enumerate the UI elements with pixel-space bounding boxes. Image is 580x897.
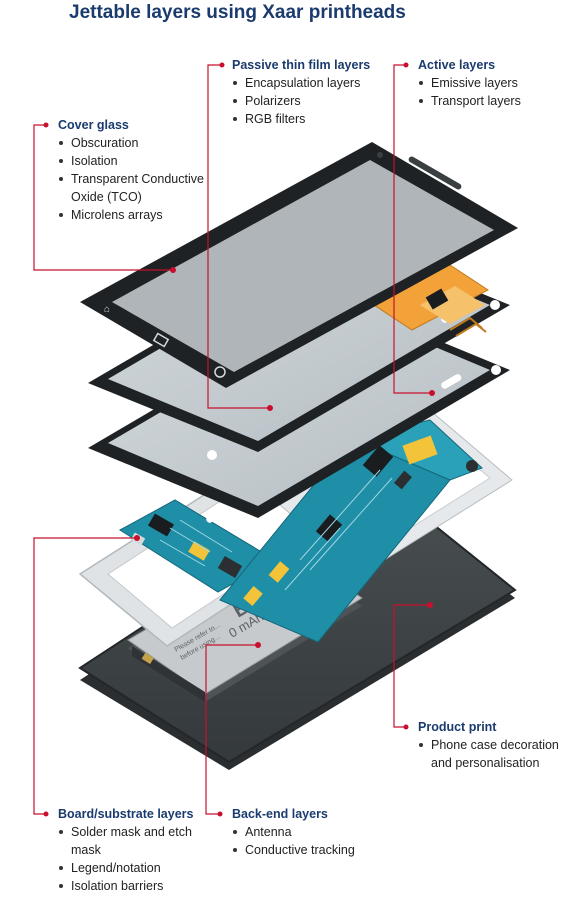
callout-heading: Cover glass <box>58 118 129 132</box>
list-item: Transparent Conductive Oxide (TCO) <box>58 170 208 206</box>
callout-heading: Passive thin film layers <box>232 58 371 72</box>
callout-passive-layers: Passive thin film layers Encapsulation l… <box>232 56 392 128</box>
callout-active-layers: Active layers Emissive layers Transport … <box>418 56 568 110</box>
callout-heading: Board/substrate layers <box>58 807 194 821</box>
diagram-title: Jettable layers using Xaar printheads <box>69 2 406 23</box>
list-item: Transport layers <box>418 92 568 110</box>
svg-text:⌂: ⌂ <box>104 304 110 315</box>
callout-product-print: Product print Phone case decoration and … <box>418 718 576 772</box>
callout-backend-layers: Back-end layers Antenna Conductive track… <box>232 805 392 859</box>
list-item: Encapsulation layers <box>232 74 392 92</box>
callout-cover-glass: Cover glass Obscuration Isolation Transp… <box>58 116 208 224</box>
callout-board-layers: Board/substrate layers Solder mask and e… <box>58 805 198 895</box>
list-item: Polarizers <box>232 92 392 110</box>
list-item: Obscuration <box>58 134 208 152</box>
list-item: Solder mask and etch mask <box>58 823 198 859</box>
callout-heading: Active layers <box>418 58 496 72</box>
list-item: Legend/notation <box>58 859 198 877</box>
list-item: Isolation barriers <box>58 877 198 895</box>
list-item: Isolation <box>58 152 208 170</box>
list-item: Emissive layers <box>418 74 568 92</box>
leader-dots <box>43 62 435 817</box>
list-item: Phone case decoration and personalisatio… <box>418 736 576 772</box>
callout-heading: Product print <box>418 720 497 734</box>
list-item: RGB filters <box>232 110 392 128</box>
callout-heading: Back-end layers <box>232 807 328 821</box>
list-item: Antenna <box>232 823 392 841</box>
list-item: Conductive tracking <box>232 841 392 859</box>
leader-lines <box>33 64 432 815</box>
list-item: Microlens arrays <box>58 206 208 224</box>
